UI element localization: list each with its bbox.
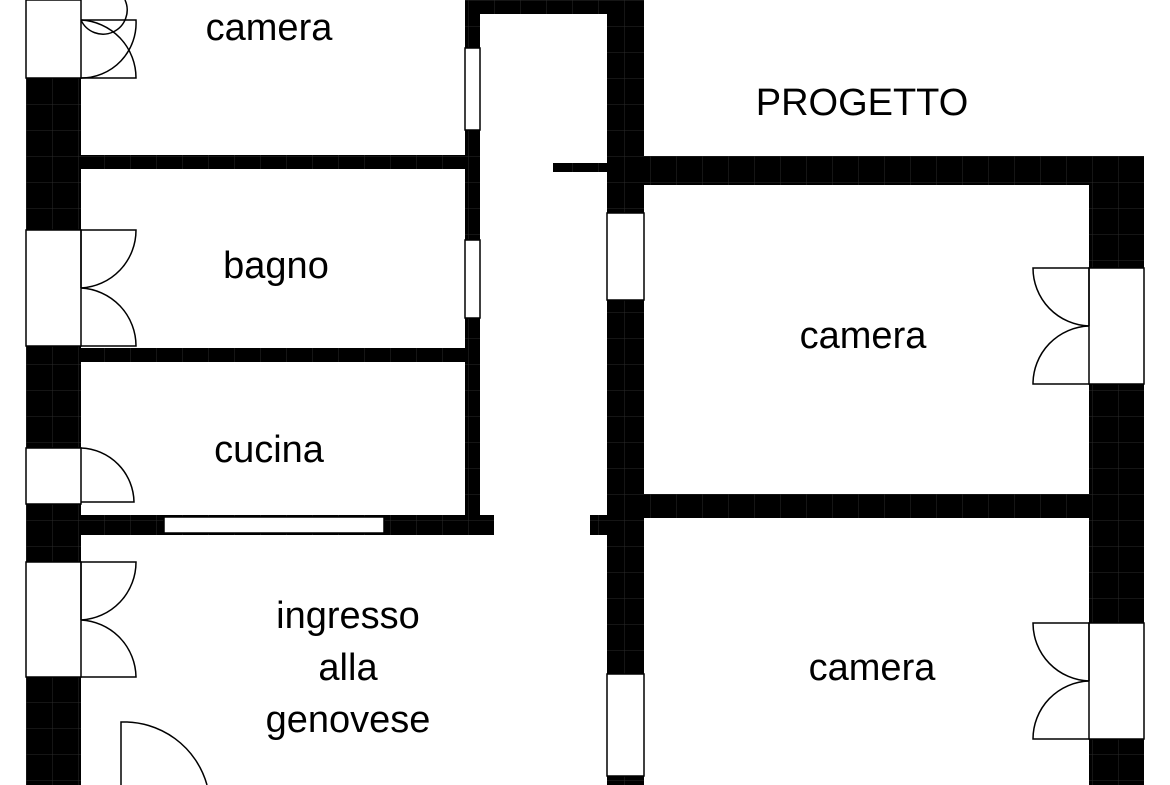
room-label-ingresso-line3: genovese: [266, 699, 431, 741]
swing-ingresso-lower: [80, 619, 137, 678]
window-right-camera-top: [1088, 267, 1145, 385]
swing-right-camera-top-lower: [1032, 325, 1090, 385]
window-left-camera: [25, 0, 82, 79]
wall-right-middle: [607, 494, 1144, 518]
swing-bagno-lower: [80, 287, 137, 347]
swing-camera-left-upper: [80, 0, 128, 35]
plan-title: PROGETTO: [756, 82, 969, 124]
opening-cucina-ingresso: [163, 516, 385, 534]
room-label-camera-top: camera: [206, 7, 334, 49]
swing-right-camera-top-upper: [1032, 267, 1090, 327]
wall-corridor-top: [465, 0, 635, 14]
window-right-camera-bottom: [1088, 622, 1145, 740]
wall-corridor-right: [607, 0, 644, 785]
walls: [26, 0, 1144, 785]
opening-corridor-camera: [464, 47, 481, 131]
swing-entrance-door: [120, 721, 208, 785]
swing-camera-left-lower-arc: [80, 19, 137, 79]
windows: [25, 0, 1145, 777]
opening-corridor-bagno: [464, 239, 481, 319]
swing-right-camera-bottom-upper: [1032, 622, 1090, 682]
room-label-camera-right-bottom: camera: [809, 647, 937, 689]
swing-cucina: [80, 447, 135, 503]
labels: PROGETTO camera bagno cucina ingresso al…: [206, 7, 969, 741]
room-label-ingresso-line2: alla: [318, 647, 378, 689]
wall-bagno-cucina: [26, 348, 480, 362]
wall-camera-bagno: [26, 155, 480, 169]
window-left-ingresso: [25, 561, 82, 678]
window-left-cucina: [25, 447, 82, 505]
window-corridor-right-upper: [606, 212, 645, 301]
swing-bagno-upper: [80, 229, 137, 289]
door-swings: [80, 0, 1090, 785]
room-label-cucina: cucina: [214, 429, 325, 471]
wall-right-top: [607, 156, 1144, 185]
window-left-bagno: [25, 229, 82, 347]
swing-right-camera-bottom-lower: [1032, 680, 1090, 740]
swing-ingresso-upper: [80, 561, 137, 621]
window-corridor-right-lower: [606, 673, 645, 777]
swing-camera-left-lower: [80, 19, 137, 79]
room-label-camera-right-top: camera: [800, 315, 928, 357]
wall-stub-corridor: [553, 163, 607, 172]
room-label-bagno: bagno: [223, 245, 329, 287]
wall-stub-ingresso: [590, 515, 607, 535]
room-label-ingresso-line1: ingresso: [276, 595, 420, 637]
